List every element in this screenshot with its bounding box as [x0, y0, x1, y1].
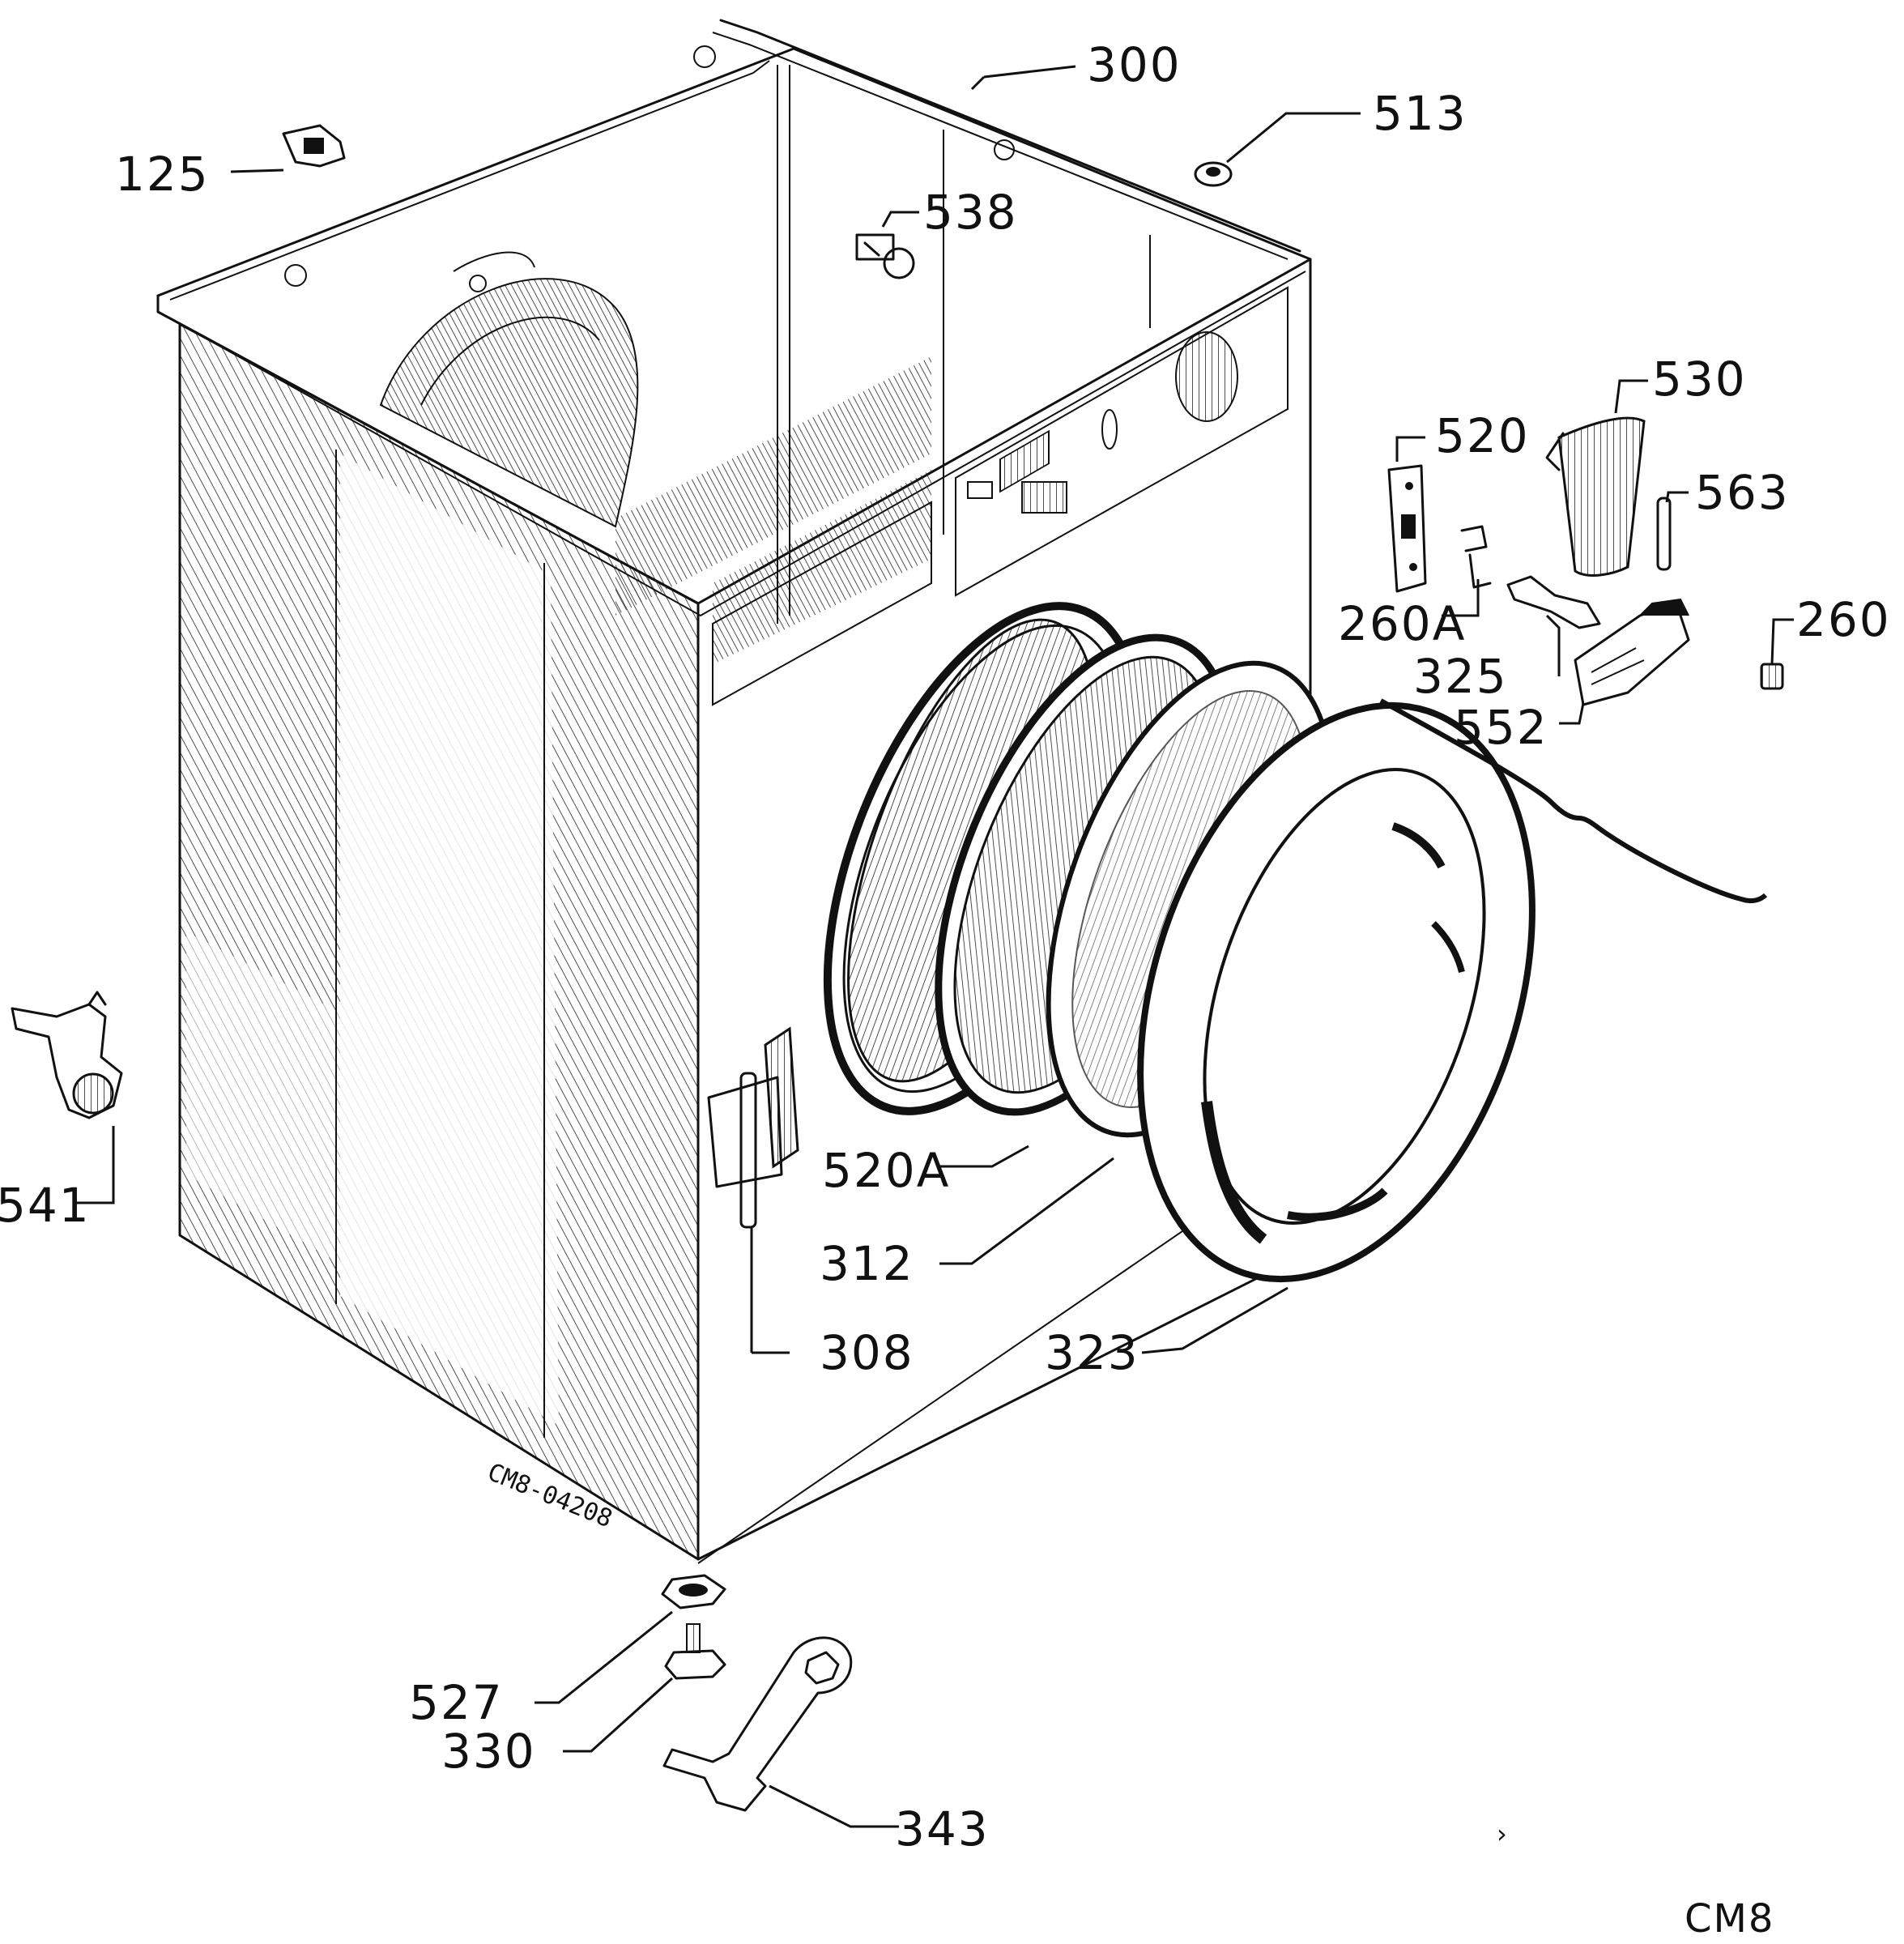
callout-527: 527	[409, 1675, 504, 1730]
callout-541: 541	[0, 1178, 91, 1233]
outer-door-ring-icon	[1137, 701, 1536, 1283]
drawing-code: CM8	[1685, 1896, 1774, 1942]
callout-labels: 300 513 125 538 530 520 563 260A 260 325…	[0, 37, 1891, 1857]
callout-260a: 260A	[1338, 596, 1466, 651]
callout-520a: 520A	[822, 1143, 950, 1198]
lock-nut-icon	[661, 1574, 726, 1609]
callout-325: 325	[1413, 649, 1508, 704]
spring-icon	[1760, 663, 1784, 690]
callout-343: 343	[895, 1801, 990, 1857]
callout-125: 125	[115, 147, 210, 202]
stray-mark: ›	[1497, 1818, 1507, 1849]
spanner-icon	[662, 1636, 853, 1812]
door-handle-icon	[1545, 416, 1646, 577]
spring-clip-icon	[1460, 525, 1492, 589]
callout-260: 260	[1796, 592, 1891, 647]
hinge-clip-icon	[282, 124, 346, 168]
callout-330: 330	[441, 1724, 536, 1779]
adjustable-foot-icon	[664, 1623, 726, 1680]
latch-lever-icon	[1506, 575, 1601, 629]
plug-cap-icon	[1194, 161, 1233, 187]
callout-552: 552	[1454, 700, 1548, 755]
handle-bracket-icon	[1574, 598, 1690, 706]
door-catch-plate-icon	[1387, 464, 1427, 593]
door-hinge-icon	[707, 1026, 799, 1229]
hose-bracket-icon	[11, 991, 123, 1119]
callout-538: 538	[923, 185, 1018, 240]
pin-icon	[1656, 497, 1672, 571]
leader-lines	[73, 65, 1794, 1828]
callout-323: 323	[1045, 1325, 1139, 1380]
callout-300: 300	[1087, 37, 1182, 92]
callout-312: 312	[820, 1236, 914, 1291]
callout-520: 520	[1435, 408, 1530, 463]
callout-308: 308	[820, 1325, 914, 1380]
cabinet-frame-icon	[156, 19, 1312, 1561]
callout-530: 530	[1652, 352, 1747, 407]
group-brace	[1379, 698, 1768, 904]
callout-513: 513	[1373, 86, 1467, 141]
callout-563: 563	[1695, 465, 1790, 520]
push-rivet-icon	[855, 233, 915, 279]
